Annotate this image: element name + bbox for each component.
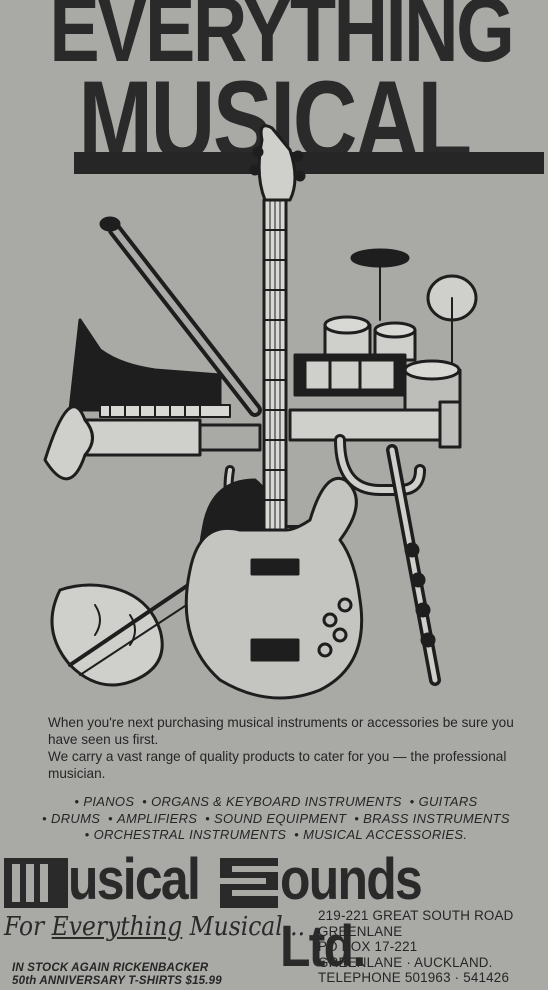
- tagline-part: For: [4, 912, 52, 942]
- intro-paragraph-1: When you're next purchasing musical inst…: [48, 715, 514, 747]
- piano-icon: [68, 318, 231, 418]
- intro-paragraph-2: We carry a vast range of quality product…: [48, 749, 507, 781]
- product-item: SOUND EQUIPMENT: [214, 810, 347, 826]
- address-telephone: TELEPHONE 501963 · 541426: [318, 970, 510, 985]
- brass-tubing-icon: [223, 400, 462, 535]
- address-street: 219-221 GREAT SOUTH ROAD: [318, 908, 514, 923]
- logo-word-usical: usical: [68, 847, 201, 912]
- stock-notice: IN STOCK AGAIN RICKENBACKER 50th ANNIVER…: [12, 962, 222, 988]
- right-clarinet-icon: [386, 444, 441, 686]
- address-pobox: PO BOX 17-221: [318, 939, 418, 954]
- product-item: BRASS INSTRUMENTS: [363, 810, 510, 826]
- logo-word-ounds: ounds Ltd.: [280, 847, 423, 979]
- intro-text: When you're next purchasing musical inst…: [48, 714, 528, 782]
- address-suburb: GREENLANE: [318, 923, 403, 939]
- product-list: •PIANOS •ORGANS & KEYBOARD INSTRUMENTS •…: [0, 794, 548, 844]
- address-block: 219-221 GREAT SOUTH ROAD GREENLANE PO BO…: [318, 908, 514, 986]
- product-item: GUITARS: [418, 794, 478, 809]
- logo-s-icon: [220, 858, 278, 908]
- product-line-3: •ORCHESTRAL INSTRUMENTS •MUSICAL ACCESSO…: [84, 827, 468, 842]
- product-item: ORCHESTRAL INSTRUMENTS: [93, 827, 287, 842]
- product-line-2: •DRUMS •AMPLIFIERS •SOUND EQUIPMENT •BRA…: [42, 810, 510, 826]
- cymbal-right-icon: [426, 274, 478, 381]
- logo-m-icon: [4, 858, 68, 908]
- company-logo: usical ounds Ltd.: [0, 847, 548, 979]
- violin-icon: [50, 548, 256, 687]
- drum-kit-icon: [293, 315, 462, 422]
- tagline-part: Musical...: [182, 912, 306, 942]
- instruments-illustration: [43, 124, 478, 700]
- product-line-1: •PIANOS •ORGANS & KEYBOARD INSTRUMENTS •…: [74, 794, 478, 809]
- bass-guitar-icon: [184, 124, 364, 700]
- address-city: GREENLANE · AUCKLAND.: [318, 954, 493, 970]
- product-item: MUSICAL ACCESSORIES.: [303, 827, 468, 842]
- trumpet-icon: [43, 405, 262, 481]
- tagline: For Everything Musical...: [4, 912, 305, 942]
- product-item: PIANOS: [83, 794, 135, 809]
- clarinet-icon: [99, 216, 262, 417]
- product-item: ORGANS & KEYBOARD INSTRUMENTS: [151, 794, 402, 809]
- product-item: DRUMS: [51, 810, 101, 826]
- headline-rule: [74, 152, 544, 174]
- cymbal-icon: [350, 248, 410, 321]
- product-item: AMPLIFIERS: [116, 810, 198, 826]
- logo-letter-marks: [4, 858, 278, 908]
- headline-line-1: EVERYTHING: [49, 0, 515, 81]
- tagline-underlined: Everything: [51, 912, 183, 942]
- stock-line-1: IN STOCK AGAIN RICKENBACKER: [12, 962, 209, 974]
- stock-line-2: 50th ANNIVERSARY T-SHIRTS $15.99: [12, 975, 222, 987]
